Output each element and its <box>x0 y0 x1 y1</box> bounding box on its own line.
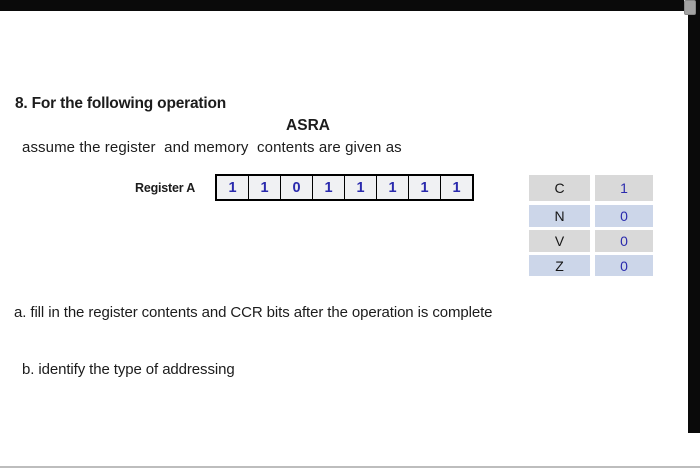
register-bit-cell: 1 <box>408 176 440 199</box>
register-bit-cell: 1 <box>248 176 280 199</box>
ccr-flag-label: Z <box>529 255 590 276</box>
ccr-flag-label: C <box>529 175 590 201</box>
ccr-flag-value: 0 <box>595 205 653 227</box>
scrollbar-thumb[interactable] <box>684 0 696 15</box>
scrollbar-track[interactable] <box>688 0 700 433</box>
window-bottom-edge <box>0 466 700 468</box>
register-a-row: Register A 1 1 0 1 1 1 1 1 <box>135 174 474 201</box>
operation-mnemonic: ASRA <box>286 117 330 134</box>
ccr-row-z: Z 0 <box>529 255 653 276</box>
ccr-flag-label: V <box>529 230 590 252</box>
part-b-text: b. identify the type of addressing <box>22 361 235 378</box>
question-title: 8. For the following operation <box>15 95 226 112</box>
register-bit-cell: 1 <box>440 176 472 199</box>
ccr-flag-value: 0 <box>595 230 653 252</box>
ccr-row-c: C 1 <box>529 175 653 201</box>
register-bit-cell: 1 <box>217 176 248 199</box>
register-a-bit-cells: 1 1 0 1 1 1 1 1 <box>215 174 474 201</box>
ccr-flag-value: 0 <box>595 255 653 276</box>
ccr-flag-label: N <box>529 205 590 227</box>
register-bit-cell: 0 <box>280 176 312 199</box>
assumption-text: assume the register and memory contents … <box>22 139 402 156</box>
part-a-text: a. fill in the register contents and CCR… <box>14 304 493 321</box>
ccr-row-n: N 0 <box>529 205 653 227</box>
ccr-flags-table: C 1 N 0 V 0 Z 0 <box>529 175 653 276</box>
register-bit-cell: 1 <box>344 176 376 199</box>
register-bit-cell: 1 <box>312 176 344 199</box>
register-a-label: Register A <box>135 180 196 195</box>
window-top-edge <box>0 0 684 11</box>
ccr-row-v: V 0 <box>529 230 653 252</box>
ccr-flag-value: 1 <box>595 175 653 201</box>
register-bit-cell: 1 <box>376 176 408 199</box>
